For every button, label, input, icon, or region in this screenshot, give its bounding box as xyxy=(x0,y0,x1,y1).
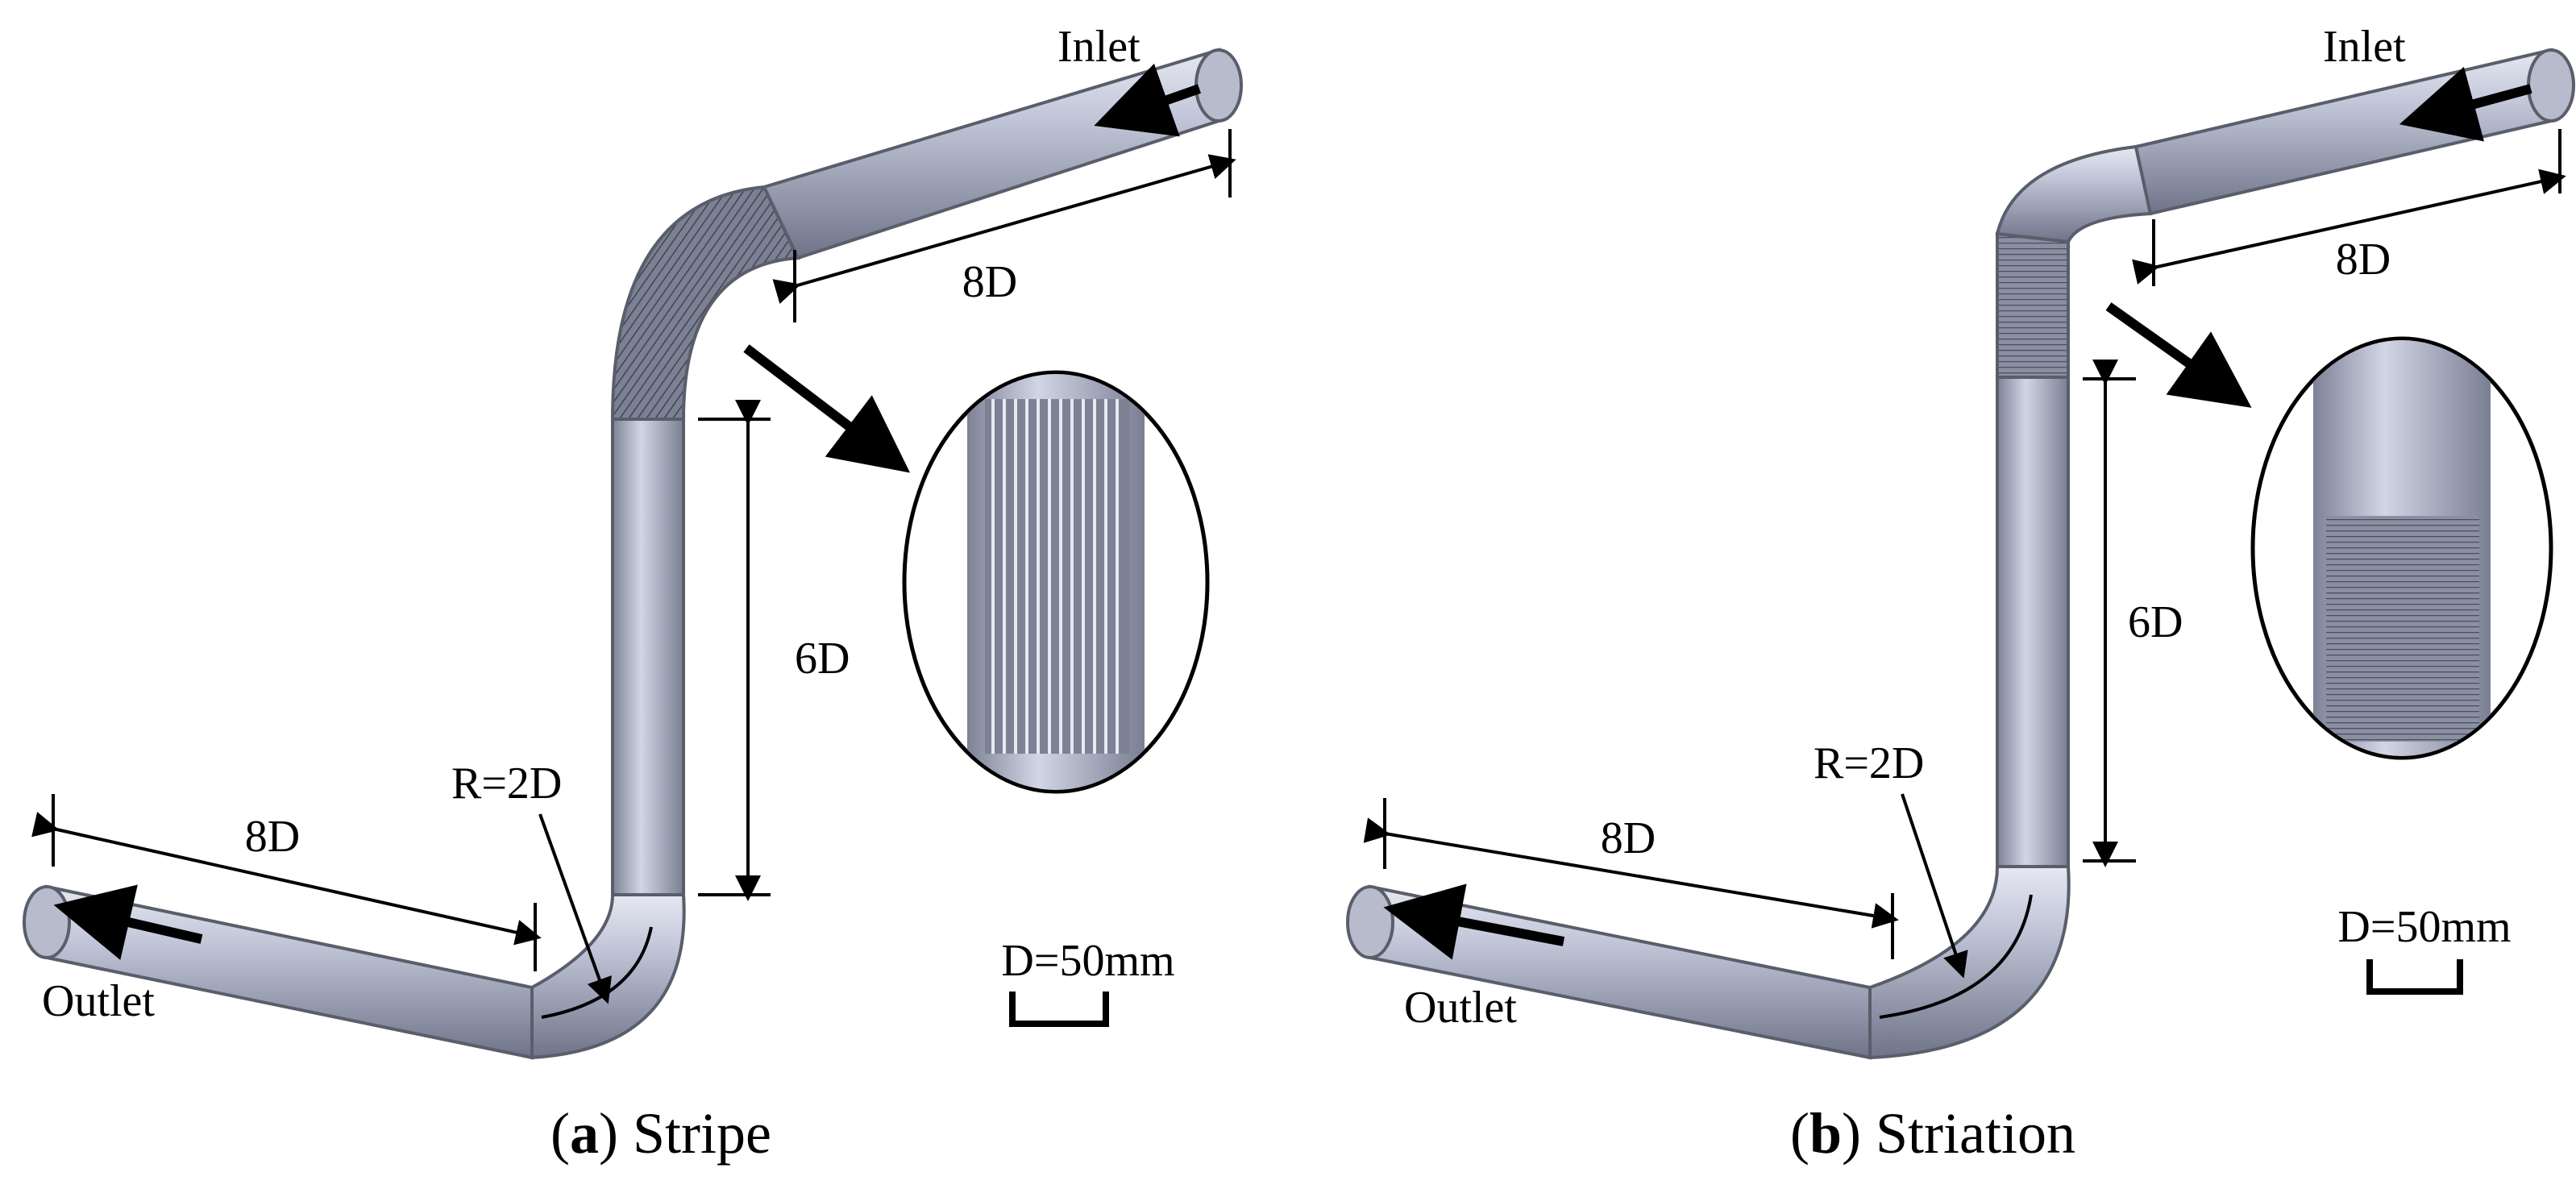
lower-bend xyxy=(1868,865,2071,1060)
vertical-pipe xyxy=(1996,376,2070,868)
inlet-label: Inlet xyxy=(1057,22,1141,72)
outlet-label: Outlet xyxy=(42,976,155,1026)
scale-bar xyxy=(1009,992,1109,1027)
bend-radius-arrow xyxy=(1901,793,1968,979)
zoom-arrow xyxy=(2105,302,2252,408)
outlet-label: Outlet xyxy=(1404,983,1517,1033)
panel-b: 8D 6D 8D R=2D D=50mm Inlet Outlet xyxy=(1346,22,2575,1166)
bend-radius-arrow xyxy=(538,813,612,1004)
caption-text: Striation xyxy=(1876,1101,2075,1166)
lower-bend xyxy=(530,893,686,1060)
vertical-length-dimension xyxy=(698,400,771,901)
scale-label: D=50mm xyxy=(1001,936,1174,986)
inlet-label: Inlet xyxy=(2323,22,2406,72)
outlet-length-label: 8D xyxy=(1601,813,1656,863)
bend-radius-label: R=2D xyxy=(1814,738,1924,788)
caption-letter: b xyxy=(1809,1101,1842,1166)
inlet-length-dimension xyxy=(772,129,1236,322)
panel-a: 8D 6D 8D R=2D xyxy=(23,22,1243,1166)
zoom-inset xyxy=(902,370,1210,794)
inlet-length-label: 8D xyxy=(962,257,1017,307)
inlet-flow-arrow xyxy=(1094,63,1201,137)
inlet-flow-arrow xyxy=(2399,66,2532,142)
panel-caption: (a) Stripe xyxy=(551,1101,771,1166)
caption-text: Stripe xyxy=(633,1101,771,1166)
inlet-length-label: 8D xyxy=(2336,235,2391,285)
bend-radius-label: R=2D xyxy=(451,759,562,809)
outlet-length-label: 8D xyxy=(245,812,300,862)
vertical-pipe xyxy=(611,418,685,896)
zoom-arrow xyxy=(743,344,911,473)
inlet-length-dimension xyxy=(2132,129,2566,286)
outlet-length-dimension xyxy=(1363,798,1899,959)
upper-bend-textured xyxy=(1995,144,2153,379)
scale-bar xyxy=(2366,959,2463,995)
vertical-length-dimension xyxy=(2083,360,2136,867)
upper-bend-textured xyxy=(610,185,801,421)
zoom-inset xyxy=(2250,336,2553,760)
caption-letter: a xyxy=(570,1101,599,1166)
outlet-length-dimension xyxy=(31,794,542,971)
vertical-length-label: 6D xyxy=(2128,597,2183,647)
panel-caption: (b) Striation xyxy=(1790,1101,2075,1166)
vertical-length-label: 6D xyxy=(795,634,850,684)
scale-label: D=50mm xyxy=(2337,902,2511,952)
